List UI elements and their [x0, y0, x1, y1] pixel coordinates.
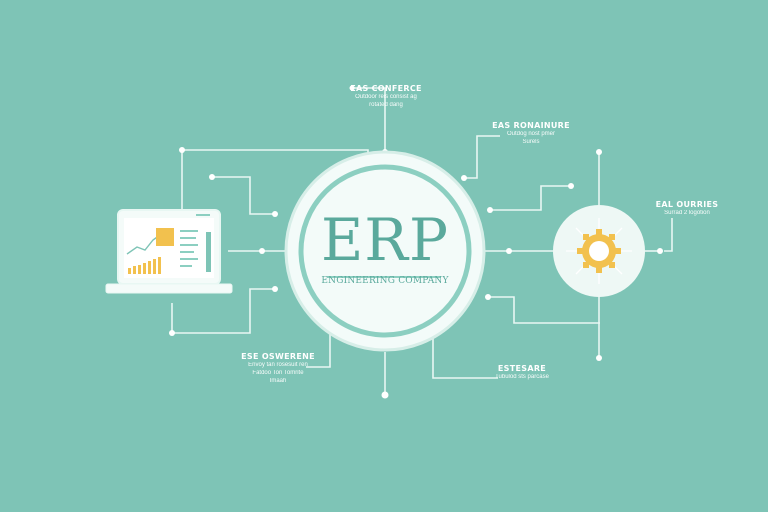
- label-right-title: EAL OURRIES: [655, 200, 719, 209]
- label-top: EAS CONFERCE Outdoor reis consist ag rot…: [338, 84, 434, 109]
- gear-icon: [577, 229, 621, 273]
- label-right: EAL OURRIES Surrad 2 logotion: [644, 200, 730, 217]
- label-bottom-left-line-3: Imaah: [269, 378, 287, 384]
- connector-top-right-1: [464, 135, 500, 179]
- connector-top: [352, 87, 386, 152]
- label-top-right-title: EAS RONAINURE: [492, 121, 570, 130]
- label-top-title: EAS CONFERCE: [350, 84, 422, 93]
- label-bottom-right: ESTESARE Tubulod sts parcase: [486, 364, 558, 381]
- hub-subtitle: ENGINEERING COMPANY: [321, 276, 449, 286]
- gear-node[interactable]: [553, 205, 645, 297]
- hub-title: ERP: [320, 206, 450, 274]
- label-top-line-2: rotated dang: [369, 102, 403, 108]
- connector-lines: [171, 87, 673, 395]
- connector-right-label: [664, 218, 673, 252]
- connector-left-3: [171, 288, 275, 334]
- label-top-right-line-2: Surels: [522, 139, 540, 145]
- connector-top-right-2: [490, 185, 571, 211]
- label-top-right: EAS RONAINURE Outdog nost pmer Surels: [488, 121, 574, 146]
- hub-text: ERP ENGINEERING COMPANY: [305, 208, 465, 286]
- label-bottom-right-line-1: Tubulod sts parcase: [495, 374, 549, 380]
- label-right-line-1: Surrad 2 logotion: [664, 210, 710, 216]
- label-bottom-left-line-2: Fatdoo Ton Tomrite: [252, 370, 304, 376]
- erp-hub[interactable]: [284, 150, 486, 352]
- laptop-dashboard-icon: [105, 209, 233, 294]
- label-bottom-left-line-1: Envoy tan rosesuit ren: [248, 362, 308, 368]
- connector-left-1: [212, 176, 275, 215]
- label-bottom-left: ESE OSWERENE Envoy tan rosesuit ren Fatd…: [236, 352, 320, 385]
- label-bottom-right-title: ESTESARE: [497, 364, 547, 373]
- label-top-line-1: Outdoor reis consist ag: [355, 94, 417, 100]
- connector-bottom-right: [432, 335, 498, 379]
- label-bottom-left-title: ESE OSWERENE: [241, 352, 315, 361]
- label-top-right-line-1: Outdog nost pmer: [506, 131, 556, 137]
- connector-bottom-left: [306, 330, 331, 368]
- connector-right-3: [488, 296, 600, 324]
- connector-dots: [169, 85, 663, 399]
